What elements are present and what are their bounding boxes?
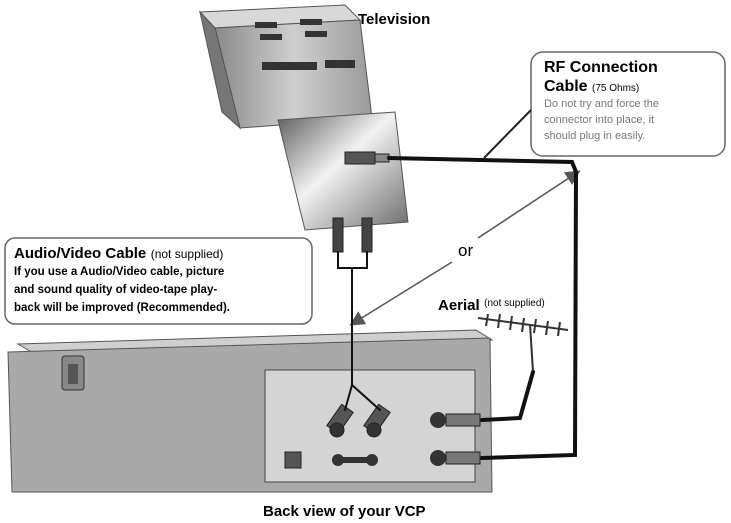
rf-callout-ohms: (75 Ohms) (592, 83, 639, 94)
av-callout-title: Audio/Video Cable (14, 245, 146, 262)
av-callout-line-1: If you use a Audio/Video cable, picture (14, 266, 224, 278)
television-label: Television (358, 11, 430, 28)
av-callout-title-suffix: (not supplied) (151, 247, 224, 261)
tv-vents (255, 19, 355, 70)
or-arrow-up (477, 170, 581, 239)
svg-text:Aerial (not supplied): Aerial (not supplied) (438, 297, 545, 314)
tv-back-body (214, 19, 373, 129)
vcp-rf-out-connector (430, 450, 481, 466)
rf-cable-tv (387, 156, 579, 460)
tv-rf-connector (344, 151, 390, 165)
tv-connector-panel (277, 111, 409, 231)
rf-callout-title-2: Cable (544, 78, 588, 95)
rf-callout-note-2: connector into place, it (544, 114, 654, 126)
rf-callout-note-3: should plug in easily. (544, 130, 645, 142)
vcp-av-plugs (326, 403, 391, 438)
vcp-device (7, 329, 494, 493)
vcp-power-socket-icon (61, 355, 85, 391)
vcp-small-socket (284, 451, 302, 469)
rf-callout-pointer (483, 109, 532, 159)
av-callout-line-3: back will be improved (Recommended). (14, 302, 230, 314)
back-view-label: Back view of your VCP (263, 503, 426, 520)
av-callout-box (4, 237, 313, 325)
svg-text:Audio/Video Cable (not sup: Audio/Video Cable (not supplied) (14, 245, 223, 262)
television (198, 4, 409, 253)
aerial-antenna-icon (477, 313, 569, 373)
rf-callout-box (530, 51, 726, 157)
vcp-rf-in-connector (430, 412, 481, 428)
av-cable (337, 251, 381, 411)
rf-callout-note-1: Do not try and force the (544, 98, 659, 110)
av-callout-line-2: and sound quality of video-tape play- (14, 284, 217, 296)
rf-callout-title: RF Connection (544, 59, 658, 76)
tv-side (199, 10, 241, 130)
cables (337, 156, 579, 460)
aerial-cable (480, 370, 535, 422)
or-label: or (458, 241, 473, 260)
svg-text:Cable (75 Ohms): Cable (75 Ohms) (544, 78, 639, 95)
aerial-label: Aerial (438, 297, 480, 314)
aerial-suffix: (not supplied) (484, 298, 545, 309)
or-arrow-down (349, 261, 453, 326)
